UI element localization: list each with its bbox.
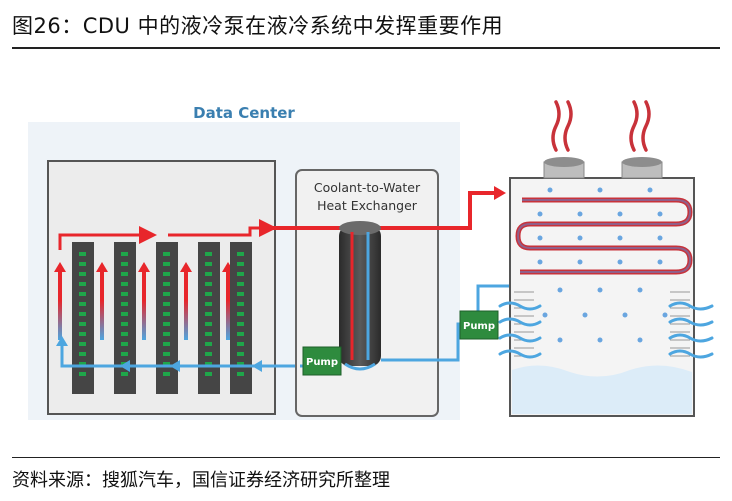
heat-exchanger-cylinder [339, 221, 381, 371]
heat-exchanger-label-line1: Coolant-to-Water [314, 180, 421, 195]
tower-pump [459, 310, 499, 340]
cdu-pump-label: Pump [306, 357, 338, 368]
figure-source: 资料来源：搜狐汽车，国信证券经济研究所整理 [12, 470, 390, 491]
tower-pump-label: Pump [463, 321, 495, 332]
figure-title: 图26：CDU 中的液冷泵在液冷系统中发挥重要作用 [12, 14, 504, 38]
server-blade [198, 242, 220, 394]
source-rule [12, 457, 720, 458]
hot-air-flow-top [58, 219, 277, 250]
cooling-tower [498, 100, 714, 417]
server-blades [72, 242, 252, 394]
heat-exchanger-label-line2: Heat Exchanger [317, 198, 418, 213]
cold-supply-flow-rack [56, 336, 300, 372]
cdu-pump [302, 346, 342, 376]
server-blade [72, 242, 94, 394]
server-blade [114, 242, 136, 394]
server-blade [230, 242, 252, 394]
vertical-flow-arrows [54, 262, 234, 340]
server-blade [156, 242, 178, 394]
hot-return-line [268, 186, 506, 230]
data-center-label: Data Center [193, 104, 295, 122]
title-rule [12, 47, 720, 49]
